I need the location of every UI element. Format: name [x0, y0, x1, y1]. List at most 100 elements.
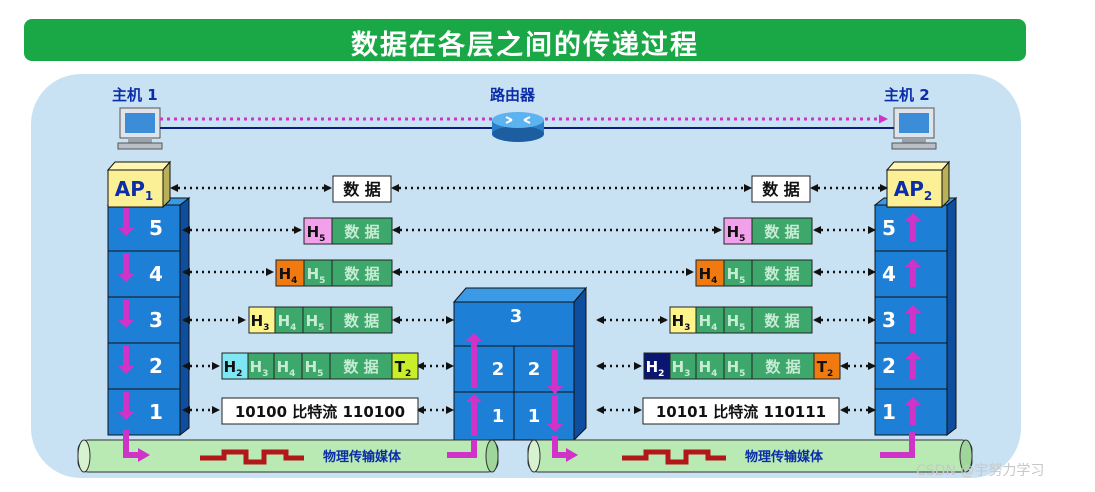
h3-in-l2-left	[247, 352, 275, 380]
physical-medium-right-end-right	[959, 439, 973, 473]
up-arrow-1	[910, 404, 916, 425]
data-l3-left	[330, 306, 393, 334]
down-arrow-5-head	[118, 412, 134, 420]
router-layer-1-right-label: 1	[528, 406, 541, 427]
router-layer-2-right	[513, 345, 575, 393]
stack-side-face	[179, 196, 190, 437]
router-layer-2-right-label: 2	[528, 359, 541, 380]
up-arrow-2	[910, 358, 916, 379]
up-arrow-2-head	[905, 351, 921, 359]
bitstream-label-left: 10100 比特流 110100	[235, 403, 405, 421]
layer-number-2: 2	[882, 354, 896, 378]
t2-right	[813, 352, 841, 380]
up-arrow-4-head	[905, 259, 921, 267]
data-l5-right-label: 数 据	[764, 223, 799, 241]
up-arrow-4	[910, 266, 916, 287]
bend-arrow-left-out	[123, 430, 140, 458]
bend-arrow-left-out-head	[138, 448, 150, 462]
router-up-arrow-1	[471, 340, 477, 388]
data-box-ap-right	[751, 175, 811, 203]
bend-arrow-router-in	[447, 440, 477, 458]
down-arrow-3-head	[118, 320, 134, 328]
layer-number-2: 2	[149, 354, 163, 378]
up-arrow-3	[910, 312, 916, 333]
physical-medium-left-end-left	[77, 439, 91, 473]
host2-computer-icon	[891, 107, 937, 150]
layer-number-3: 3	[149, 308, 163, 332]
layer-number-5: 5	[149, 216, 163, 240]
data-box-ap-left	[332, 175, 392, 203]
down-arrow-4-head	[118, 366, 134, 374]
layer-cell-1	[874, 388, 948, 436]
page-title: 数据在各层之间的传递过程	[351, 30, 699, 61]
up-arrow-5-head	[905, 213, 921, 221]
router-layer-3	[453, 301, 575, 347]
router-layer-3-label: 3	[510, 306, 523, 327]
h4-in-l2-right	[695, 352, 725, 380]
down-arrow-2-head	[118, 274, 134, 282]
h3-left	[248, 306, 276, 334]
layer-number-4: 4	[149, 262, 163, 286]
data-l5-left	[331, 217, 393, 245]
layer-number-4: 4	[882, 262, 896, 286]
layer-number-1: 1	[882, 400, 896, 424]
data-label-ap-right: 数 据	[762, 180, 800, 199]
physical-medium-left-label: 物理传输媒体	[323, 449, 402, 465]
router-layer-1-right	[513, 391, 575, 441]
data-l3-right	[751, 306, 813, 334]
up-arrow-5	[910, 220, 916, 241]
physical-medium-right-signal	[622, 449, 726, 465]
physical-medium-left-end-right	[485, 439, 499, 473]
up-arrow-1-head	[905, 397, 921, 405]
router-up-arrow-2-head	[466, 394, 482, 402]
h2-left	[221, 352, 249, 380]
data-l3-right-label: 数 据	[764, 312, 799, 330]
down-arrow-1	[123, 208, 129, 229]
host1-label: 主机 1	[112, 86, 158, 104]
bend-arrow-router-out-head	[566, 448, 578, 462]
title-banner: 数据在各层之间的传递过程	[24, 19, 1026, 61]
router-layer-1-left-label: 1	[492, 406, 505, 427]
h5-in-l3-right	[723, 306, 753, 334]
router-layer-2-left	[453, 345, 515, 393]
data-label-ap-left: 数 据	[343, 180, 381, 199]
router-down-arrow-1	[552, 350, 558, 387]
router-down-arrow-2	[552, 396, 558, 425]
data-l4-left	[331, 259, 393, 287]
ap-side-face	[941, 160, 950, 209]
down-arrow-5	[123, 392, 129, 413]
down-arrow-1-head	[118, 228, 134, 236]
bend-arrow-router-out	[552, 436, 568, 458]
router-label: 路由器	[490, 86, 536, 104]
down-arrow-3	[123, 300, 129, 321]
h4-in-l3-left	[274, 306, 304, 334]
data-l4-left-label: 数 据	[344, 265, 379, 283]
physical-medium-right-end-left	[527, 439, 541, 473]
h5-in-l4-right	[723, 259, 753, 287]
h3-in-l2-right	[669, 352, 697, 380]
data-l3-left-label: 数 据	[344, 312, 379, 330]
router-icon	[492, 112, 544, 142]
data-l4-right-label: 数 据	[764, 265, 799, 283]
ap-box	[107, 169, 164, 208]
host2-label: 主机 2	[884, 86, 930, 104]
ap-box	[886, 169, 943, 208]
h4-in-l3-right	[695, 306, 725, 334]
bitstream-label-right: 10101 比特流 110111	[656, 403, 826, 421]
data-l5-right	[751, 217, 813, 245]
router-down-arrow-1-head	[547, 386, 563, 394]
router-up-arrow-2	[471, 401, 477, 436]
layer-number-5: 5	[882, 216, 896, 240]
h4-left	[275, 259, 305, 287]
data-l4-right	[751, 259, 813, 287]
router-up-arrow-1-head	[466, 333, 482, 341]
up-arrow-3-head	[905, 305, 921, 313]
ap-side-face	[162, 160, 171, 209]
ap-top-face	[885, 161, 951, 171]
data-l2-right-label: 数 据	[765, 358, 800, 376]
physical-medium-right-label: 物理传输媒体	[745, 449, 824, 465]
router-top-face	[452, 287, 588, 303]
